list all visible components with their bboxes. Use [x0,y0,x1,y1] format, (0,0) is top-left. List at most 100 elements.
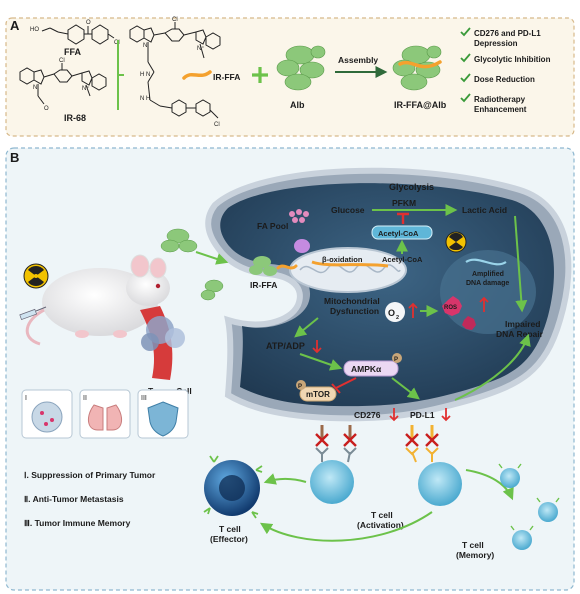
irffa-cl-atom-top: Cl [172,17,178,23]
t-effector-label-1: T cell [219,524,241,534]
memory-t-cells-group [498,463,560,550]
ros-label: ROS [444,305,457,311]
ir68-label: IR-68 [64,113,86,123]
irffa-label: IR-FFA [213,72,240,82]
shield-icon [147,401,179,437]
albumin-complex-icon [160,228,224,301]
transporter-icon [294,239,310,253]
activation-to-effector-arrow [263,473,307,485]
t-cell-2-icon [418,462,462,506]
t-cell-activation-group [310,447,462,506]
product-label: IR-FFA@Alb [394,100,447,110]
irffa-n-plus-atom: N⁺ [197,45,205,52]
o2-label: O [388,308,395,318]
benefit-item: Depression [474,39,518,48]
internal-irffa-label: IR-FFA [250,280,277,290]
ffa-cl-atom: Cl [114,40,120,46]
t-activation-label-1: T cell [371,510,393,520]
lung-icon [88,404,122,431]
impaired-label-1: Impaired [505,319,540,329]
ros-icon [442,296,476,330]
ampk-p-label: P [394,357,398,363]
bracket-icon [117,40,124,110]
outcome-icons: I II III [21,389,189,439]
ampk-to-pdl1-arrow [391,377,420,400]
amplified-label-1: Amplified [472,271,504,278]
pfkm-inhibition-icon [397,212,409,224]
mito-dysfunction-label-2: Dysfunction [330,306,379,316]
mtor-p-label: P [298,384,302,390]
pfkm-label: PFKM [392,198,416,208]
irffa-nh-atom: N H [140,96,150,102]
panel-a-letter: A [10,18,20,33]
ampk-inhibits-mtor-icon [331,377,357,394]
albumin-protein-icon [276,45,326,91]
check-icon [460,27,471,37]
glycolysis-label: Glycolysis [389,182,434,192]
bound-dye-icon [398,60,442,69]
primary-tumor-icon [31,401,63,433]
ffa-label: FFA [64,47,81,57]
irffa-cl-atom-bottom: Cl [214,122,220,128]
irffa-hn-atom: H N [140,72,150,78]
ir68-n-atom: N [33,85,37,91]
ros-up-icon [479,296,489,312]
lactic-acid-label: Lactic Acid [462,205,507,215]
ir68-structure [19,63,107,105]
panel-b: B [5,147,575,591]
alb-label: Alb [290,100,305,110]
glucose-label: Glucose [331,205,365,215]
assembly-label: Assembly [338,55,378,65]
mito-dysfunction-label-1: Mitochondrial [324,296,380,306]
to-memory-arrow [465,469,514,501]
mouse-illustration [25,254,170,346]
check-icon [460,53,471,63]
radiation-inner-icon [445,231,467,253]
radiation-icon [23,263,49,289]
dna-icon [465,258,507,266]
nucleus [440,250,536,334]
legend-item: Ⅱ. Anti-Tumor Metastasis [24,494,124,504]
tumor-vessel-illustration [140,306,185,380]
plus-icon [252,67,268,83]
ampk-label: AMPKα [351,364,382,374]
legend-item: Ⅲ. Tumor Immune Memory [24,518,131,528]
benefit-item: Dose Reduction [474,75,535,84]
roman-numeral: II [83,395,87,402]
pdl1-label: PD-L1 [410,410,435,420]
mtor-box [299,386,337,402]
t-memory-label-1: T cell [462,540,484,550]
ampk-phosphate-icon [392,353,402,363]
mitochondrion-icon [289,247,407,293]
mtor-phosphate-icon [296,380,306,390]
dye-icon [182,70,212,80]
fa-pool-label: FA Pool [257,221,288,231]
ir-ffa-structure [129,22,221,119]
beta-oxidation-label: β-oxidation [322,255,363,264]
benefit-list: CD276 and PD-L1 Depression Glycolytic In… [460,27,551,114]
activation-loop-arrow [259,511,433,542]
pdl1-to-repair-arrow [454,333,531,401]
cd276-down-icon [389,408,399,422]
benefit-item: Enhancement [474,105,527,114]
check-icon [460,73,471,83]
atp-adp-label: ATP/ADP [266,341,305,351]
ffa-o-atom: O [86,20,91,26]
metastasis-icon-box [79,389,131,439]
t-activation-label-2: (Activation) [357,520,404,530]
panel-a: A O HO Cl FFA C [5,17,575,137]
atp-to-ampk-arrow [299,353,343,371]
acetyl-coa-2-label: Acetyl-CoA [382,255,423,264]
ir68-n-plus-atom: N⁺ [82,85,90,92]
o2-bubble-icon [385,302,405,322]
mito-to-atp-arrow [294,317,319,338]
ir68-o-atom: O [44,106,49,112]
check-icon [460,93,471,103]
cd276-label: CD276 [354,410,381,420]
benefit-item: Radiotherapy [474,95,526,104]
benefit-item: CD276 and PD-L1 [474,29,541,38]
ampk-box [343,360,399,377]
atp-down-icon [312,340,322,354]
